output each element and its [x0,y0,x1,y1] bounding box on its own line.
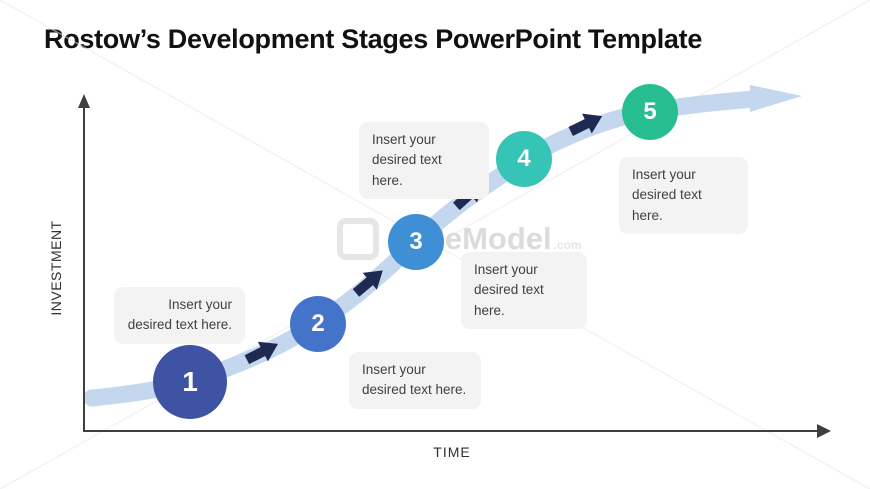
stage-number: 1 [182,366,198,397]
placeholder-line: Insert your [362,362,426,377]
stage-circle-3[interactable]: 3 [388,214,444,270]
connector-arrow-icon [244,341,279,365]
text-placeholder-2[interactable]: Insert your desired text here. [349,352,481,409]
slide-title: Rostow’s Development Stages PowerPoint T… [44,24,703,54]
stage-number: 2 [311,310,325,337]
text-placeholder-4[interactable]: Insert your desired text here. [461,252,587,329]
curve-arrowhead-icon [750,85,802,112]
placeholder-line: Insert your [372,132,436,147]
stage-circle-5[interactable]: 5 [622,84,678,140]
placeholder-line: desired text here. [632,187,702,223]
placeholder-line: desired text here. [372,152,442,188]
connector-arrow-icon [568,113,603,136]
text-placeholder-5[interactable]: Insert your desired text here. [619,157,748,234]
stage-circle-1[interactable]: 1 [153,345,227,419]
placeholder-line: Insert your [632,167,696,182]
placeholder-line: desired text here. [362,382,467,398]
stage-circle-2[interactable]: 2 [290,296,346,352]
placeholder-line: desired text here. [127,317,232,333]
text-placeholder-1[interactable]: Insert your desired text here. [114,287,245,344]
text-placeholder-3[interactable]: Insert your desired text here. [359,122,489,199]
connector-arrow-icon [352,270,383,297]
stage-circle-4[interactable]: 4 [496,131,552,187]
placeholder-line: Insert your [474,262,538,277]
stage-number: 3 [409,228,423,255]
x-axis-arrowhead-icon [817,424,831,438]
stage-number: 4 [517,145,531,172]
y-axis-label: INVESTMENT [48,220,64,316]
placeholder-line: Insert your [168,297,232,312]
stage-number: 5 [643,98,657,125]
x-axis-label: TIME [433,444,471,460]
y-axis-arrowhead-icon [78,94,90,108]
placeholder-line: desired text here. [474,282,544,318]
